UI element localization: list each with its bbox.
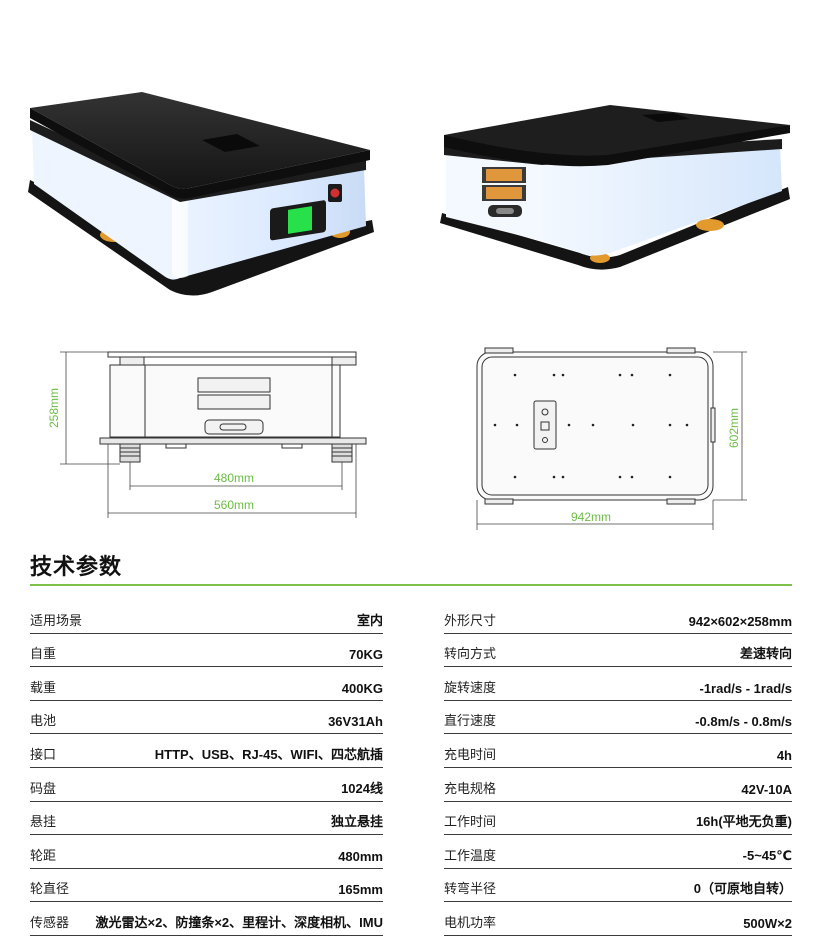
spec-label: 工作温度 bbox=[444, 847, 497, 863]
depth-dimension-label: 602mm bbox=[727, 408, 741, 448]
spec-label: 充电时间 bbox=[444, 746, 497, 762]
spec-label: 传感器 bbox=[30, 914, 70, 930]
spec-row: 转弯半径 0（可原地自转） bbox=[444, 869, 792, 903]
spec-label: 载重 bbox=[30, 679, 57, 695]
front-elevation-drawing: 258mm 480mm 560mm bbox=[47, 351, 367, 518]
spec-row: 工作时间 16h(平地无负重) bbox=[444, 802, 792, 836]
robot-render-front bbox=[28, 92, 374, 296]
spec-row: 转向方式 差速转向 bbox=[444, 634, 792, 668]
spec-value: -0.8m/s - 0.8m/s bbox=[695, 714, 792, 730]
spec-row: 电池 36V31Ah bbox=[30, 701, 383, 735]
top-view-drawing: 602mm 942mm bbox=[476, 347, 747, 530]
spec-section-title: 技术参数 bbox=[30, 554, 123, 579]
spec-value: 36V31Ah bbox=[328, 714, 383, 730]
spec-label: 充电规格 bbox=[444, 780, 497, 796]
length-dimension-label: 942mm bbox=[571, 510, 611, 524]
spec-label: 旋转速度 bbox=[444, 679, 497, 695]
spec-label: 工作时间 bbox=[444, 814, 497, 830]
spec-value: 4h bbox=[776, 747, 792, 763]
spec-label: 电池 bbox=[30, 713, 57, 729]
spec-label: 轮距 bbox=[30, 847, 57, 863]
width-dimension-label: 560mm bbox=[214, 498, 254, 512]
spec-value: 0（可原地自转） bbox=[693, 881, 792, 897]
spec-row: 旋转速度 -1rad/s - 1rad/s bbox=[444, 667, 792, 701]
spec-value: 激光雷达×2、防撞条×2、里程计、深度相机、IMU bbox=[95, 914, 383, 930]
spec-value: 70KG bbox=[349, 647, 383, 663]
spec-label: 转弯半径 bbox=[444, 881, 497, 897]
spec-row: 适用场景 室内 bbox=[30, 600, 383, 634]
spec-value: 500W×2 bbox=[743, 915, 792, 931]
spec-row: 自重 70KG bbox=[30, 634, 383, 668]
spec-row: 悬挂 独立悬挂 bbox=[30, 802, 383, 836]
spec-value: HTTP、USB、RJ-45、WIFI、四芯航插 bbox=[154, 746, 383, 762]
spec-value: 165mm bbox=[338, 882, 383, 898]
spec-row: 码盘 1024线 bbox=[30, 768, 383, 802]
spec-column-right: 外形尺寸 942×602×258mm 转向方式 差速转向 旋转速度 -1rad/s -… bbox=[444, 600, 792, 936]
spec-label: 自重 bbox=[30, 646, 57, 662]
spec-row: 直行速度 -0.8m/s - 0.8m/s bbox=[444, 701, 792, 735]
spec-value: 480mm bbox=[338, 848, 383, 864]
robot-render-rear bbox=[440, 105, 790, 270]
spec-label: 适用场景 bbox=[30, 612, 83, 628]
spec-value: 独立悬挂 bbox=[330, 814, 383, 830]
spec-row: 充电规格 42V-10A bbox=[444, 768, 792, 802]
spec-column-left: 适用场景 室内 自重 70KG 载重 400KG 电池 36V31Ah 接口 HTTP、U… bbox=[30, 600, 383, 936]
spec-value: 42V-10A bbox=[741, 781, 792, 797]
spec-label: 悬挂 bbox=[30, 814, 57, 830]
height-dimension-label: 258mm bbox=[47, 388, 61, 428]
spec-row: 轮直径 165mm bbox=[30, 869, 383, 903]
spec-label: 转向方式 bbox=[444, 646, 497, 662]
spec-row: 外形尺寸 942×602×258mm bbox=[444, 600, 792, 634]
spec-row: 充电时间 4h bbox=[444, 734, 792, 768]
spec-value: -1rad/s - 1rad/s bbox=[699, 680, 793, 696]
spec-row: 电机功率 500W×2 bbox=[444, 902, 792, 936]
wheelbase-dimension-label: 480mm bbox=[214, 471, 254, 485]
spec-label: 外形尺寸 bbox=[444, 612, 497, 628]
spec-value: 室内 bbox=[356, 612, 383, 628]
spec-value: -5~45℃ bbox=[742, 847, 792, 863]
spec-value: 差速转向 bbox=[739, 646, 792, 662]
spec-row: 载重 400KG bbox=[30, 667, 383, 701]
spec-value: 400KG bbox=[341, 680, 383, 696]
spec-row: 工作温度 -5~45℃ bbox=[444, 835, 792, 869]
spec-label: 接口 bbox=[30, 746, 57, 762]
spec-row: 传感器 激光雷达×2、防撞条×2、里程计、深度相机、IMU bbox=[30, 902, 383, 936]
spec-row: 轮距 480mm bbox=[30, 835, 383, 869]
spec-label: 轮直径 bbox=[30, 881, 70, 897]
spec-label: 直行速度 bbox=[444, 713, 497, 729]
spec-label: 码盘 bbox=[30, 780, 57, 796]
spec-label: 电机功率 bbox=[444, 914, 497, 930]
spec-value: 1024线 bbox=[341, 780, 383, 796]
spec-value: 16h(平地无负重) bbox=[695, 814, 792, 830]
spec-row: 接口 HTTP、USB、RJ-45、WIFI、四芯航插 bbox=[30, 734, 383, 768]
spec-value: 942×602×258mm bbox=[688, 613, 792, 629]
title-divider bbox=[30, 584, 792, 586]
